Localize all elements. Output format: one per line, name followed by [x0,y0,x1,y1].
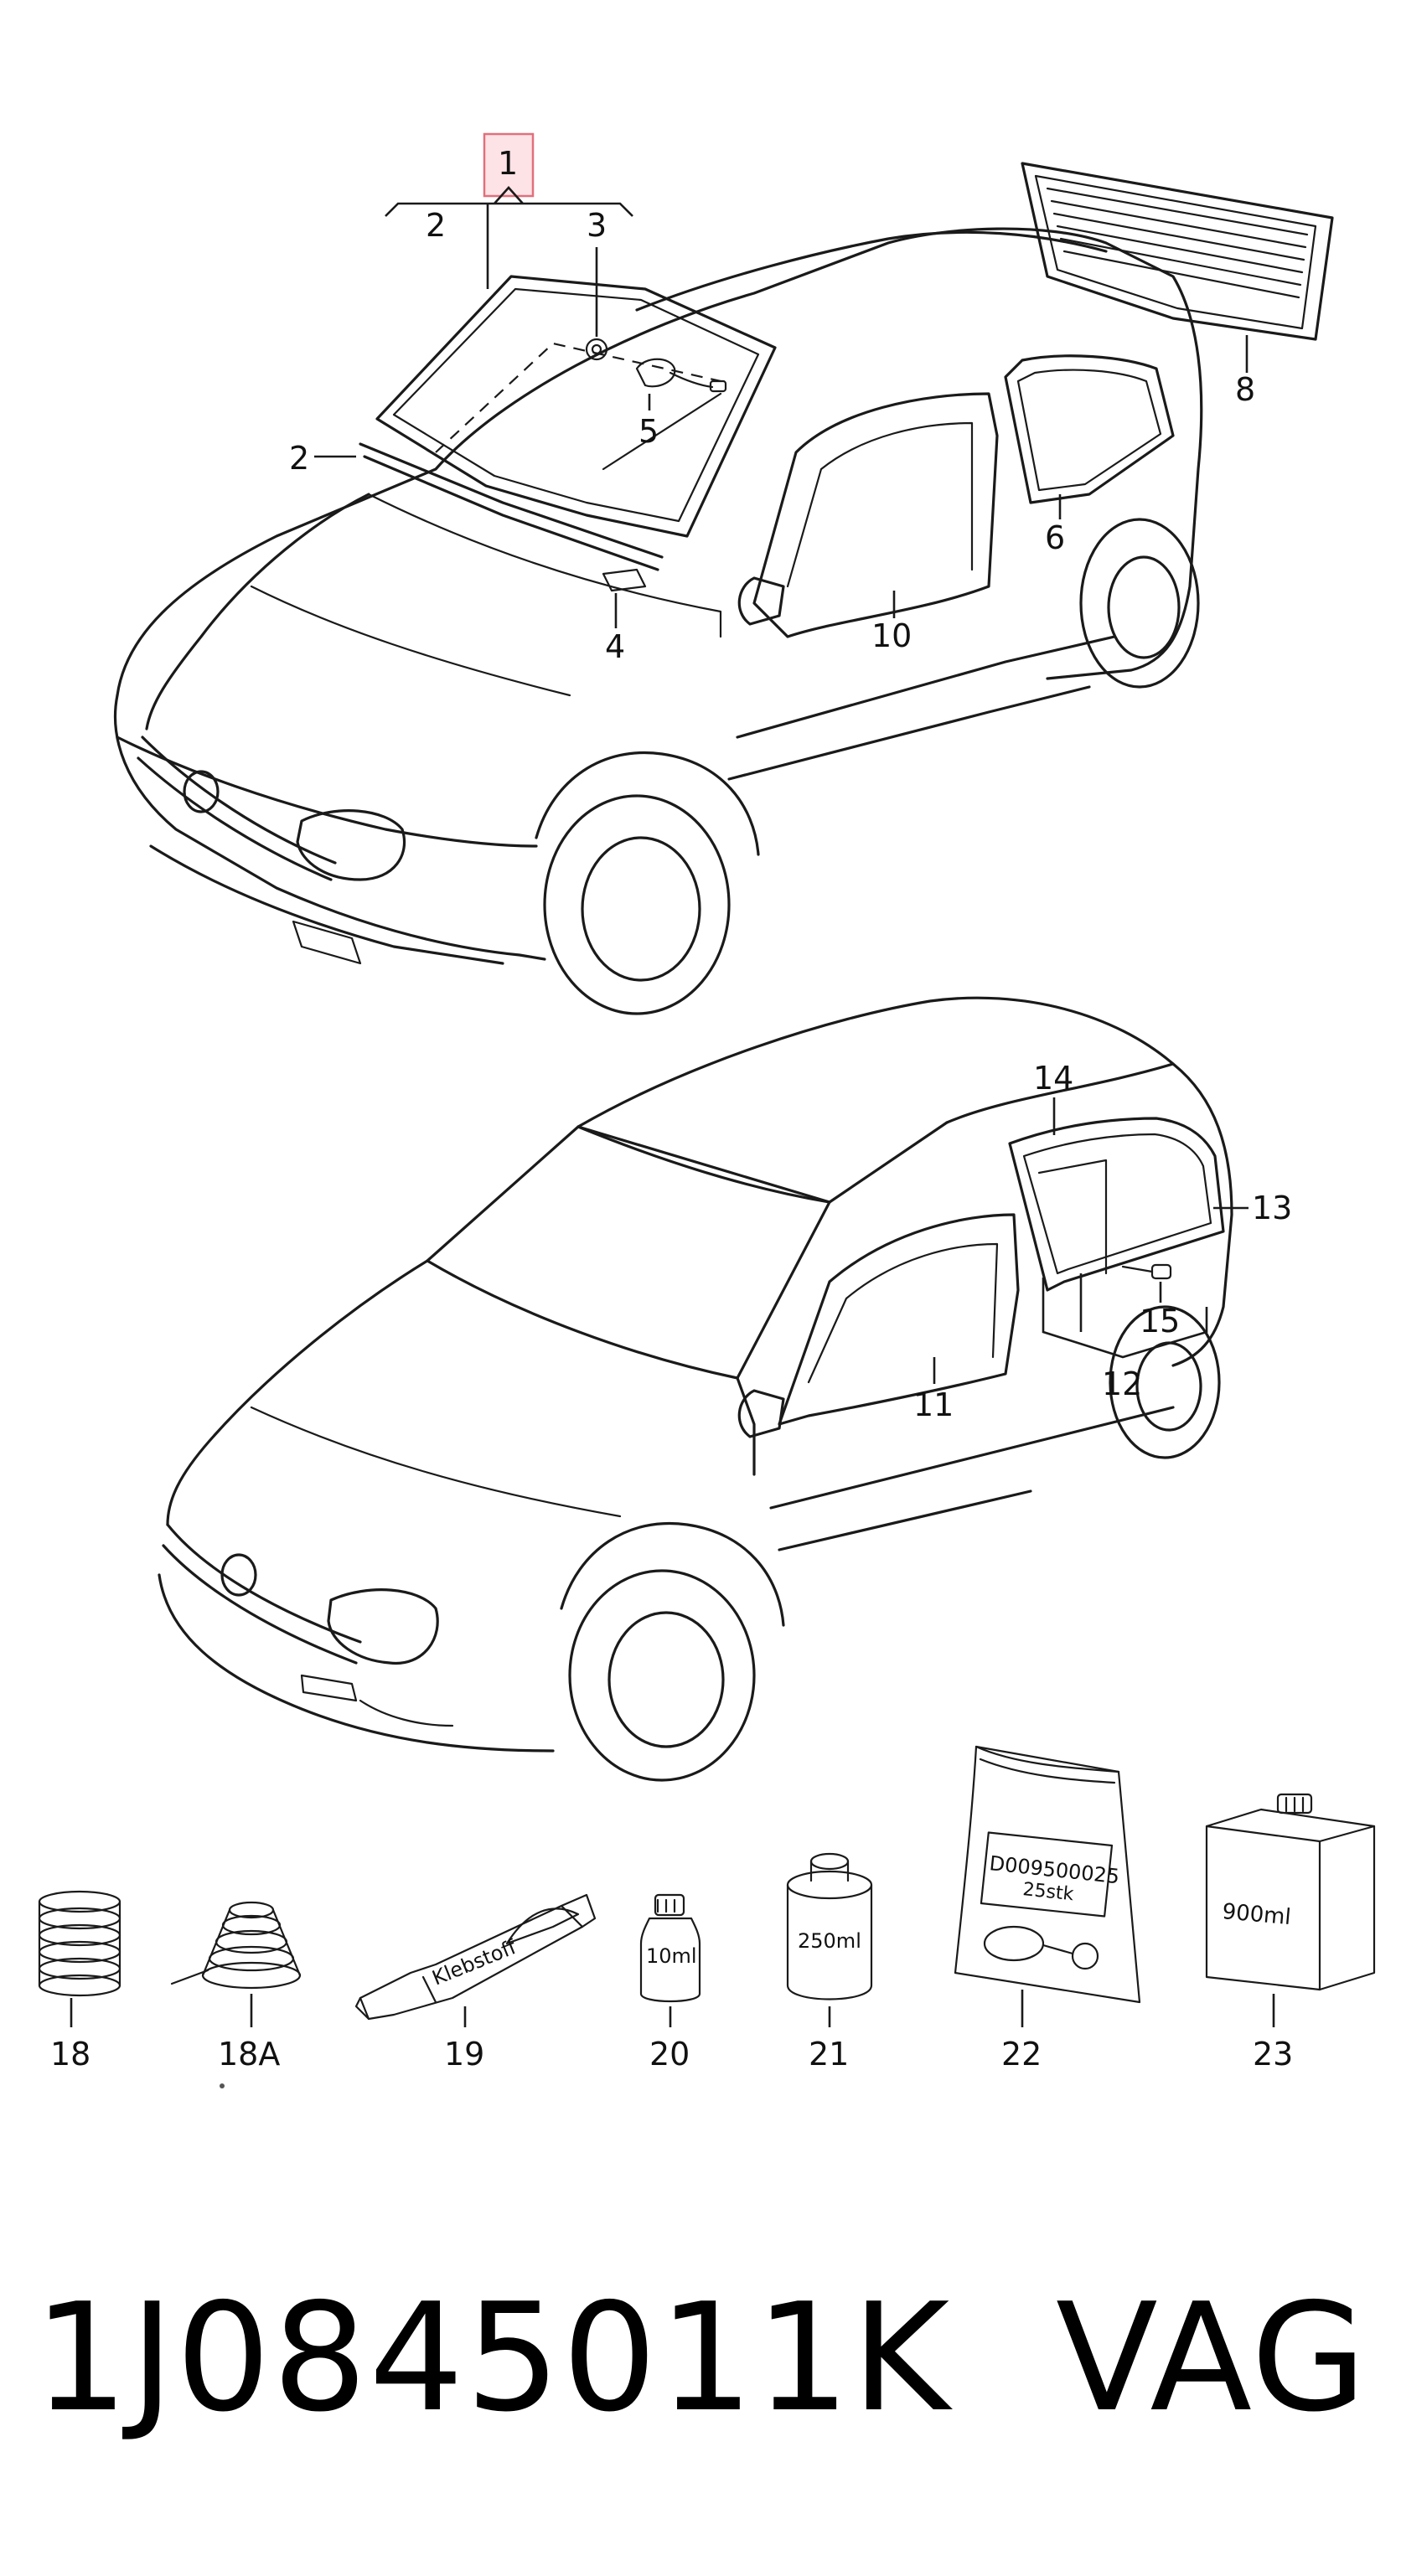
canister-product [1205,1793,1376,1991]
callout-21[interactable]: 21 [809,2036,849,2073]
adhesive-tube-product [354,1893,597,2021]
footer: 1J0845011K VAG [34,2270,1374,2446]
callout-1-highlight[interactable] [483,132,535,198]
callout-12-bracket [1042,1273,1208,1359]
bag-quantity: 25stk [1021,1879,1074,1905]
callout-23[interactable]: 23 [1253,2036,1293,2073]
part-number: 1J0845011K [34,2271,952,2444]
callout-4[interactable]: 4 [605,628,625,665]
callout-2-top[interactable]: 2 [426,207,446,244]
callout-15[interactable]: 15 [1140,1303,1180,1340]
coil-spring-product [38,1890,121,1997]
callout-13[interactable]: 13 [1252,1190,1292,1226]
small-bottle-product [639,1893,701,2003]
callout-18[interactable]: 18 [50,2036,90,2073]
callout-14[interactable]: 14 [1033,1060,1073,1097]
callout-19[interactable]: 19 [444,2036,484,2073]
callout-2-left[interactable]: 2 [289,440,309,477]
callout-11[interactable]: 11 [913,1386,954,1423]
callout-20[interactable]: 20 [649,2036,690,2073]
callout-1-bracket [385,186,633,217]
can-label: 250ml [798,1929,861,1953]
small-bottle-label: 10ml [646,1944,697,1968]
car-bottom-illustration [158,996,1233,1782]
callout-6[interactable]: 6 [1045,519,1065,556]
speck-dot [220,2083,225,2088]
brand-name: VAG [1056,2271,1368,2444]
coil-cone-product [170,1901,302,1990]
callout-18a[interactable]: 18A [218,2036,280,2073]
callout-8[interactable]: 8 [1235,371,1255,408]
tube-label: Klebstoff [429,1935,520,1990]
callout-3[interactable]: 3 [587,207,607,244]
callout-1[interactable]: 1 [498,145,518,182]
parts-bag-product [954,1745,1141,2004]
callout-10[interactable]: 10 [871,617,912,654]
callout-22[interactable]: 22 [1001,2036,1042,2073]
callout-12[interactable]: 12 [1102,1365,1142,1402]
canister-label: 900ml [1221,1899,1291,1930]
primer-can-product [786,1852,873,2000]
callout-5[interactable]: 5 [638,413,659,450]
car-top-illustration [113,162,1334,1015]
